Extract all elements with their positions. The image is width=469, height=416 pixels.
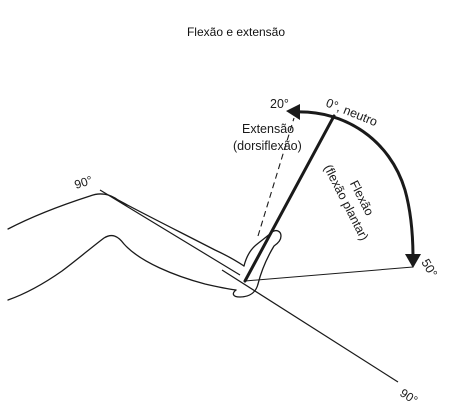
leg-illustration [7,193,282,301]
thigh-angle-label: 90° [73,173,95,192]
extension-arrowhead-icon [286,104,300,120]
leg-upper-contour [7,193,245,267]
flexion-label-group: Flexão (flexão plantar) [321,162,377,243]
extension-position-line [257,117,295,237]
flexion-arrowhead-icon [405,254,421,268]
diagram-title: Flexão e extensão [187,25,285,39]
extension-label-line1: Extensão [242,122,294,136]
leg-axis-line [221,269,399,383]
neutral-position-line [243,114,336,283]
flexion-angle-label: 50° [418,257,440,280]
foot-toes [257,229,282,285]
flexion-position-line [244,266,414,282]
leg-angle-label: 90° [397,386,420,408]
extension-label-line2: (dorsiflexão) [233,139,302,153]
extension-angle-label: 20° [270,97,289,111]
heel-contour [232,283,259,298]
range-arc [294,110,415,259]
thigh-axis-line [99,189,241,276]
leg-lower-contour [7,234,237,301]
